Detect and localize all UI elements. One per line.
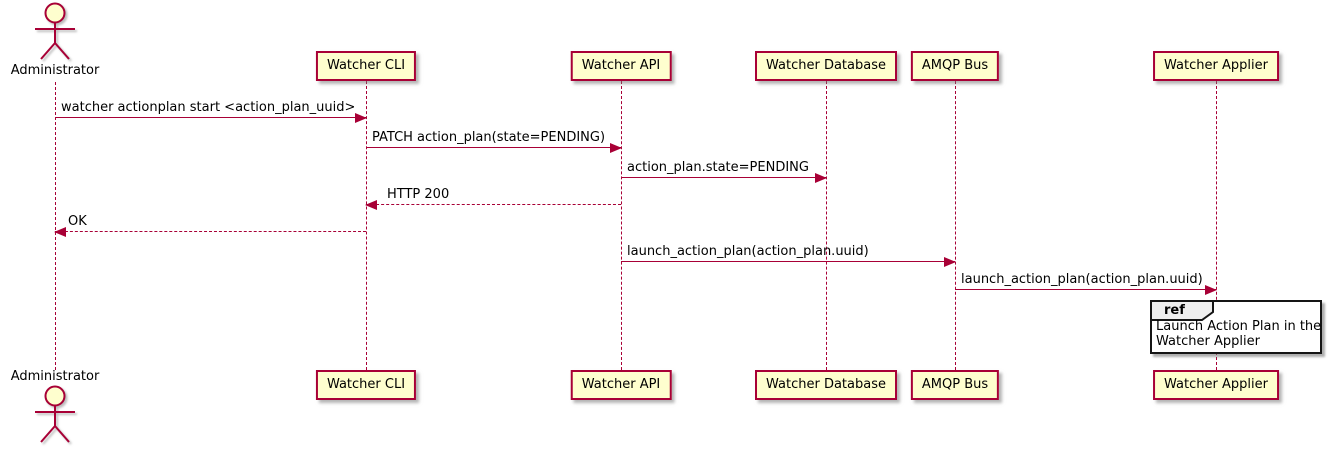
ref-fragment: ref Launch Action Plan in the Watcher Ap… (1150, 300, 1322, 354)
message-line (955, 289, 1216, 290)
administrator-actor-icon (35, 385, 75, 443)
participant-watcher-applier-bottom: Watcher Applier (1153, 370, 1279, 400)
ref-text-line1: Launch Action Plan in the (1156, 319, 1322, 334)
message-line (366, 204, 621, 205)
arrow-right-icon (1205, 285, 1217, 295)
actor-label: Administrator (10, 63, 100, 78)
message-1: watcher actionplan start <action_plan_uu… (55, 97, 367, 123)
message-label: action_plan.state=PENDING (627, 160, 809, 175)
ref-text: Launch Action Plan in the Watcher Applie… (1156, 319, 1321, 349)
message-4: HTTP 200 (365, 184, 621, 210)
arrow-left-icon (54, 227, 66, 237)
arrow-left-icon (365, 200, 377, 210)
message-label: OK (68, 214, 87, 229)
lifeline-watcher-api (621, 81, 622, 370)
message-label: PATCH action_plan(state=PENDING) (372, 130, 606, 145)
participant-watcher-api-top: Watcher API (570, 51, 672, 81)
message-line (55, 231, 366, 232)
message-label: watcher actionplan start <action_plan_uu… (61, 100, 356, 115)
administrator-actor-icon (35, 2, 75, 60)
arrow-right-icon (610, 143, 622, 153)
message-7: launch_action_plan(action_plan.uuid) (955, 269, 1217, 295)
lifeline-amqp-bus (955, 81, 956, 370)
lifeline-watcher-applier (1216, 81, 1217, 370)
participant-watcher-cli-top: Watcher CLI (315, 51, 417, 81)
participant-watcher-database-bottom: Watcher Database (755, 370, 897, 400)
participant-amqp-bus-bottom: AMQP Bus (910, 370, 1000, 400)
arrow-right-icon (355, 113, 367, 123)
participant-watcher-api-bottom: Watcher API (570, 370, 672, 400)
lifeline-administrator (55, 82, 56, 370)
ref-text-line2: Watcher Applier (1156, 334, 1260, 349)
arrow-right-icon (815, 173, 827, 183)
message-6: launch_action_plan(action_plan.uuid) (621, 241, 956, 267)
message-2: PATCH action_plan(state=PENDING) (366, 127, 622, 153)
message-line (55, 117, 366, 118)
participant-watcher-applier-top: Watcher Applier (1153, 51, 1279, 81)
message-label: HTTP 200 (387, 187, 450, 202)
message-line (621, 177, 826, 178)
message-line (621, 261, 955, 262)
lifeline-watcher-database (826, 81, 827, 370)
message-5: OK (54, 211, 366, 237)
lifeline-watcher-cli (366, 81, 367, 370)
message-line (366, 147, 621, 148)
participant-watcher-database-top: Watcher Database (755, 51, 897, 81)
message-label: launch_action_plan(action_plan.uuid) (961, 272, 1203, 287)
ref-tab-icon (1150, 300, 1214, 321)
participant-amqp-bus-top: AMQP Bus (910, 51, 1000, 81)
message-label: launch_action_plan(action_plan.uuid) (627, 244, 869, 259)
arrow-right-icon (944, 257, 956, 267)
participant-watcher-cli-bottom: Watcher CLI (315, 370, 417, 400)
actor-label: Administrator (10, 369, 100, 384)
ref-keyword: ref (1164, 303, 1185, 318)
message-3: action_plan.state=PENDING (621, 157, 827, 183)
